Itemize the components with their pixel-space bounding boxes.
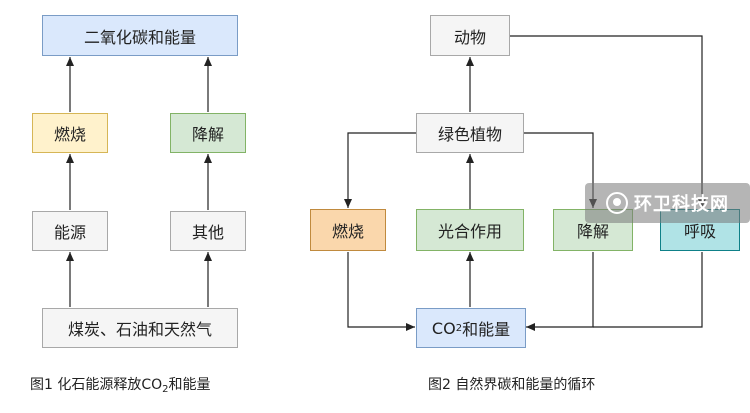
arrow-plant-to-decompose — [524, 132, 597, 208]
arrow-burn-to-co2 — [347, 252, 415, 331]
fig2-photosynthesis-box: 光合作用 — [416, 209, 524, 251]
fig1-decompose-box: 降解 — [170, 113, 246, 153]
fig2-caption: 图2 自然界碳和能量的循环 — [428, 377, 596, 393]
fig1-caption-prefix: 图1 化石能源释放CO — [30, 377, 163, 393]
arrow-plant-to-burn — [344, 132, 416, 208]
watermark-logo-icon — [606, 192, 628, 214]
fig1-other-box: 其他 — [170, 211, 246, 251]
fig1-co2-energy-box: 二氧化碳和能量 — [42, 15, 238, 56]
fig1-burn-box: 燃烧 — [32, 113, 108, 153]
fig2-burn-box: 燃烧 — [310, 209, 386, 251]
arrow-decompose-to-co2 — [526, 252, 594, 331]
fig1-energy-box: 能源 — [32, 211, 108, 251]
fig1-caption-sub: 2 — [162, 384, 169, 395]
line-respiration-to-co2 — [593, 252, 703, 328]
fig1-fuel-box: 煤炭、石油和天然气 — [42, 308, 238, 348]
watermark: 环卫科技网 — [585, 183, 750, 223]
arrow-animal-to-respiration — [510, 35, 706, 208]
fig2-co2-sub: 2 — [455, 322, 463, 334]
fig1-caption-suffix: 和能量 — [168, 377, 211, 393]
fig2-co2-suffix: 和能量 — [462, 320, 511, 339]
watermark-text: 环卫科技网 — [634, 194, 729, 215]
fig1-caption: 图1 化石能源释放CO2和能量 — [30, 374, 211, 395]
fig2-co2-prefix: CO — [431, 318, 456, 338]
fig2-plant-box: 绿色植物 — [416, 113, 524, 153]
fig2-animal-box: 动物 — [430, 15, 510, 56]
